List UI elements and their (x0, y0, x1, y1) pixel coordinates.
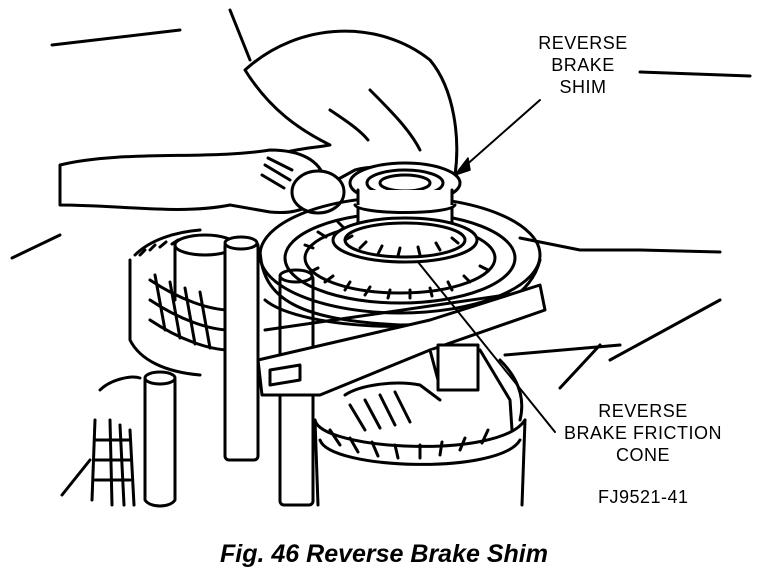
figure-code: FJ9521-41 (598, 487, 689, 507)
cluster-gear (128, 228, 237, 377)
shim-and-cone (331, 161, 479, 264)
reverse-brake-friction-cone-callout: REVERSE BRAKE FRICTION CONE (558, 400, 728, 466)
callout-shim-line-2: BRAKE (551, 55, 615, 75)
background-lines (10, 8, 752, 497)
callout-cone-line-2: BRAKE FRICTION (563, 423, 722, 443)
clamp-bar (256, 283, 547, 397)
leader-lines (417, 99, 556, 433)
callout-shim-line-3: SHIM (559, 77, 607, 97)
reverse-brake-shim-callout: REVERSE BRAKE SHIM (518, 32, 648, 98)
callout-cone-line-1: REVERSE (598, 401, 688, 421)
callout-shim-line-1: REVERSE (538, 33, 628, 53)
lower-housing (90, 370, 177, 508)
callout-cone-line-3: CONE (615, 445, 670, 465)
lower-cone (313, 348, 527, 507)
figure-caption: Fig. 46 Reverse Brake Shim (220, 540, 548, 568)
